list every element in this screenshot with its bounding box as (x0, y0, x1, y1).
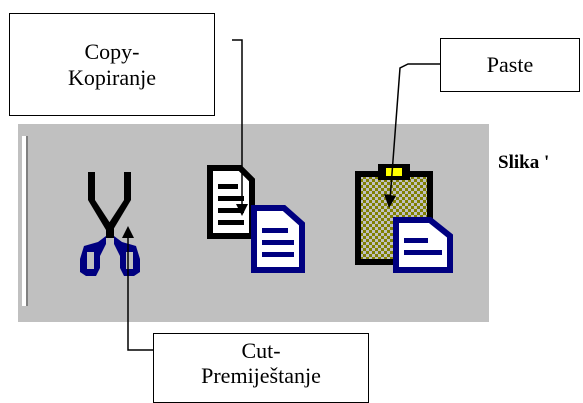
copy-documents-icon (207, 165, 305, 273)
copy-button[interactable] (206, 162, 318, 274)
scissors-icon (80, 172, 140, 276)
paste-button[interactable] (354, 158, 466, 278)
cut-callout-line1: Cut- (241, 338, 281, 363)
figure-caption: Slika ' (498, 152, 550, 173)
copy-callout: Copy- Kopiranje (9, 13, 215, 116)
cut-callout-line2: Premiještanje (201, 363, 321, 389)
edit-toolbar (18, 124, 489, 322)
copy-callout-line1: Copy- (84, 39, 140, 65)
clipboard-paste-icon (355, 164, 453, 273)
copy-callout-line2: Kopiranje (68, 64, 156, 90)
paste-callout-label: Paste (486, 52, 534, 78)
cut-button[interactable] (76, 164, 146, 284)
cut-callout: Cut- Premiještanje (153, 333, 369, 403)
paste-callout: Paste (440, 38, 580, 92)
toolbar-grip-handle[interactable] (22, 136, 28, 306)
